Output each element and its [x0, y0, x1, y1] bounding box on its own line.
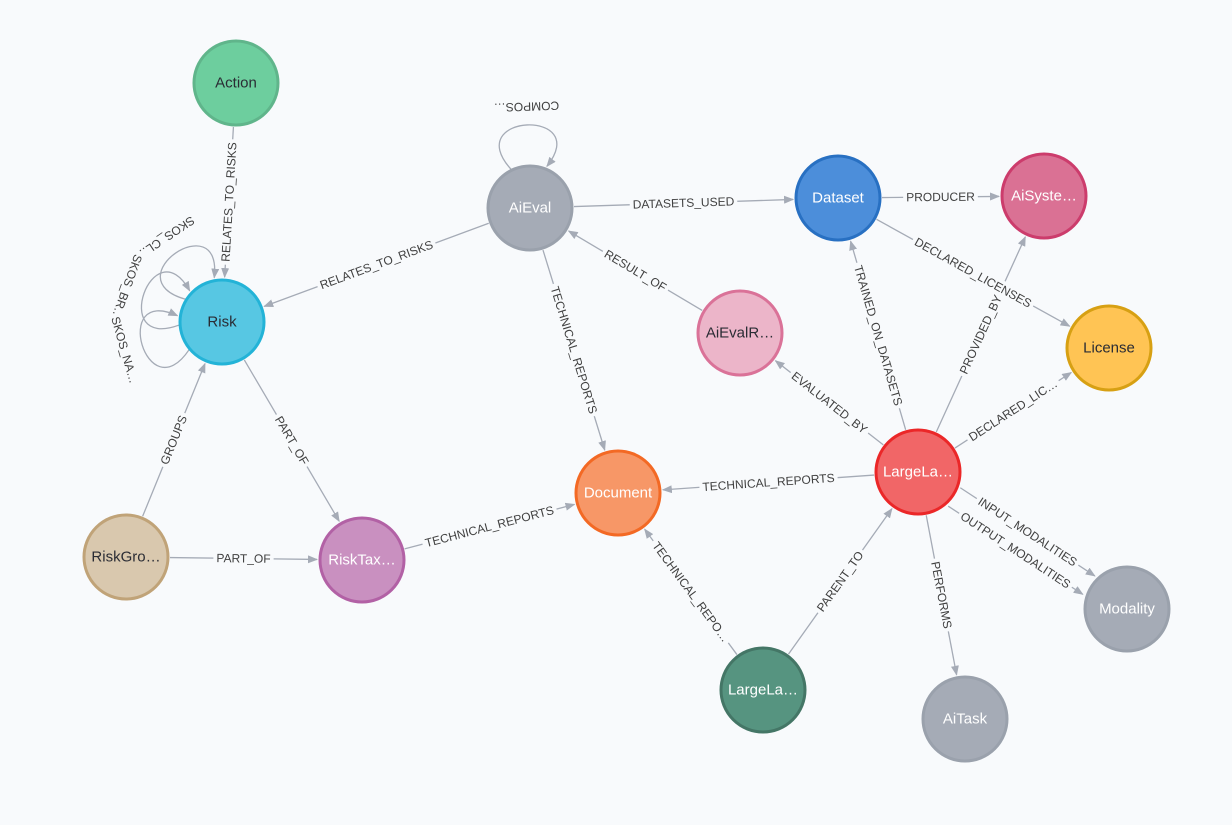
node-circle[interactable]	[178, 278, 266, 366]
edge-label-bg	[314, 235, 439, 295]
edge-label: PART_OF	[272, 414, 312, 468]
node-circle[interactable]	[1083, 565, 1171, 653]
edge-label-bg	[646, 536, 735, 648]
node-circle[interactable]	[794, 154, 882, 242]
node-circle[interactable]	[874, 428, 962, 516]
node-aitask[interactable]: AiTask	[921, 675, 1009, 763]
node-label: Dataset	[812, 190, 865, 207]
edge-label: PROVIDED_BY	[957, 293, 1005, 376]
node-circle[interactable]	[719, 646, 807, 734]
node-aisystem[interactable]: AiSyste…	[1000, 152, 1088, 240]
edge-risk-skos-cl[interactable]	[159, 245, 220, 300]
node-aievalresult[interactable]: AiEvalR…	[696, 289, 784, 377]
edge-label-bg	[698, 469, 839, 496]
node-circle[interactable]	[1065, 304, 1153, 392]
node-modality[interactable]: Modality	[1083, 565, 1171, 653]
edge-label: RELATES_TO_RISKS	[219, 142, 240, 262]
edge-label: PRODUCER	[906, 190, 975, 205]
node-label: AiEvalR…	[706, 325, 774, 342]
node-label: Action	[215, 75, 257, 92]
edge-label-bg	[849, 260, 908, 411]
edge-label: DECLARED_LIC…	[966, 376, 1060, 444]
node-risktaxonomy[interactable]: RiskTax…	[318, 516, 406, 604]
edge-label: TECHNICAL_REPORTS	[548, 285, 600, 416]
node-circle[interactable]	[574, 449, 662, 537]
edge-label-bg	[972, 491, 1083, 572]
edge-risk-skos-na[interactable]	[139, 308, 190, 368]
edges-layer	[139, 124, 1096, 676]
edge-label: TECHNICAL_REPORTS	[424, 503, 556, 550]
edge-label: RELATES_TO_RISKS	[318, 238, 435, 293]
node-label: Modality	[1099, 601, 1155, 618]
node-label: LargeLa…	[728, 682, 798, 699]
node-label: RiskTax…	[328, 552, 396, 569]
edge-label: COMPOS…	[494, 98, 560, 114]
edge-label-bg	[811, 545, 870, 618]
edge-label: EVALUATED_BY	[789, 369, 870, 437]
edge-label: TECHNICAL_REPO…	[649, 539, 732, 645]
edge-label-bg	[269, 410, 314, 471]
edge-label: TRAINED_ON_DATASETS	[851, 264, 905, 408]
node-label: AiTask	[943, 711, 988, 728]
edge-label-bg	[954, 289, 1008, 380]
node-label: Document	[584, 485, 653, 502]
edge-label-bg	[420, 501, 559, 552]
node-risk[interactable]: Risk	[178, 278, 266, 366]
node-action[interactable]: Action	[192, 39, 280, 127]
node-largelang1[interactable]: LargeLa…	[874, 428, 962, 516]
edge-risk-skos-br[interactable]	[140, 271, 191, 330]
node-document[interactable]: Document	[574, 449, 662, 537]
edge-label-bg	[155, 410, 193, 470]
edge-label: SKOS_NA…	[108, 315, 140, 385]
edge-label-bg	[106, 249, 147, 326]
edge-label-bg	[963, 373, 1064, 447]
node-label: LargeLa…	[883, 464, 953, 481]
node-riskgroup[interactable]: RiskGro…	[82, 513, 170, 601]
edge-label-bg	[213, 550, 274, 567]
edge-label: TECHNICAL_REPORTS	[702, 471, 835, 494]
node-circle[interactable]	[486, 164, 574, 252]
node-aieval[interactable]: AiEval	[486, 164, 574, 252]
node-circle[interactable]	[318, 516, 406, 604]
edge-label-bg	[490, 97, 563, 116]
node-circle[interactable]	[696, 289, 784, 377]
node-circle[interactable]	[192, 39, 280, 127]
node-label: License	[1083, 340, 1135, 357]
edge-label-bg	[909, 232, 1038, 314]
edge-label: PARENT_TO	[814, 548, 866, 614]
edge-label-bg	[926, 557, 957, 633]
node-label: AiEval	[509, 200, 552, 217]
node-circle[interactable]	[1000, 152, 1088, 240]
node-circle[interactable]	[82, 513, 170, 601]
edge-label-bg	[106, 311, 143, 389]
node-label: RiskGro…	[91, 549, 160, 566]
edge-label: RESULT_OF	[602, 247, 669, 295]
edge-label-bg	[629, 193, 738, 213]
edge-label-bg	[954, 506, 1077, 594]
edge-label-bg	[598, 244, 673, 298]
node-label: Risk	[207, 314, 237, 331]
node-dataset[interactable]: Dataset	[794, 154, 882, 242]
node-license[interactable]: License	[1065, 304, 1153, 392]
edge-label-bg	[785, 366, 874, 440]
edge-label: SKOS_BR…	[108, 253, 145, 322]
edge-labels-layer: SKOS_CL…SKOS_BR…SKOS_NA…COMPOS…RELATES_T…	[106, 97, 1083, 648]
edge-label-bg	[217, 138, 241, 266]
edge-label-bg	[545, 281, 602, 419]
edge-label-bg	[130, 210, 201, 266]
node-circle[interactable]	[921, 675, 1009, 763]
edge-aieval-compos[interactable]	[498, 124, 558, 170]
node-label: AiSyste…	[1011, 188, 1077, 205]
edge-label: DECLARED_LICENSES	[912, 235, 1034, 311]
edge-label-bg	[903, 188, 978, 206]
edge-label: PART_OF	[216, 551, 270, 566]
node-largelang2[interactable]: LargeLa…	[719, 646, 807, 734]
edge-label: PERFORMS	[928, 560, 954, 629]
edge-label: DATASETS_USED	[633, 194, 735, 211]
